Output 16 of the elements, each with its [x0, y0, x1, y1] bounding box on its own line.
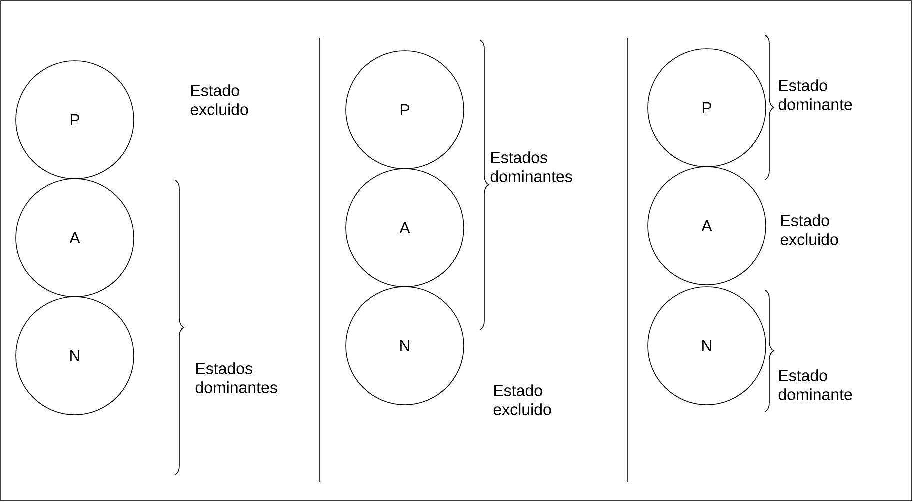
state-label: Estado excluido: [190, 84, 248, 116]
circle-node: A: [648, 166, 766, 286]
circle-node: P: [346, 50, 464, 170]
circle-node: A: [16, 178, 134, 298]
circle-node: N: [346, 286, 464, 406]
circle-node: N: [16, 296, 134, 416]
state-label: Estados dominantes: [490, 152, 572, 182]
state-label: Estado dominante: [778, 370, 852, 400]
state-label: Estado dominante: [778, 80, 852, 110]
circle-node: N: [648, 286, 766, 406]
circle-node: P: [16, 60, 134, 180]
state-label: Estado excluido: [494, 384, 552, 416]
state-label: Estados dominantes: [196, 362, 278, 394]
circle-node: P: [648, 48, 766, 168]
state-label: Estado excluido: [780, 214, 838, 246]
circle-node: A: [346, 168, 464, 288]
